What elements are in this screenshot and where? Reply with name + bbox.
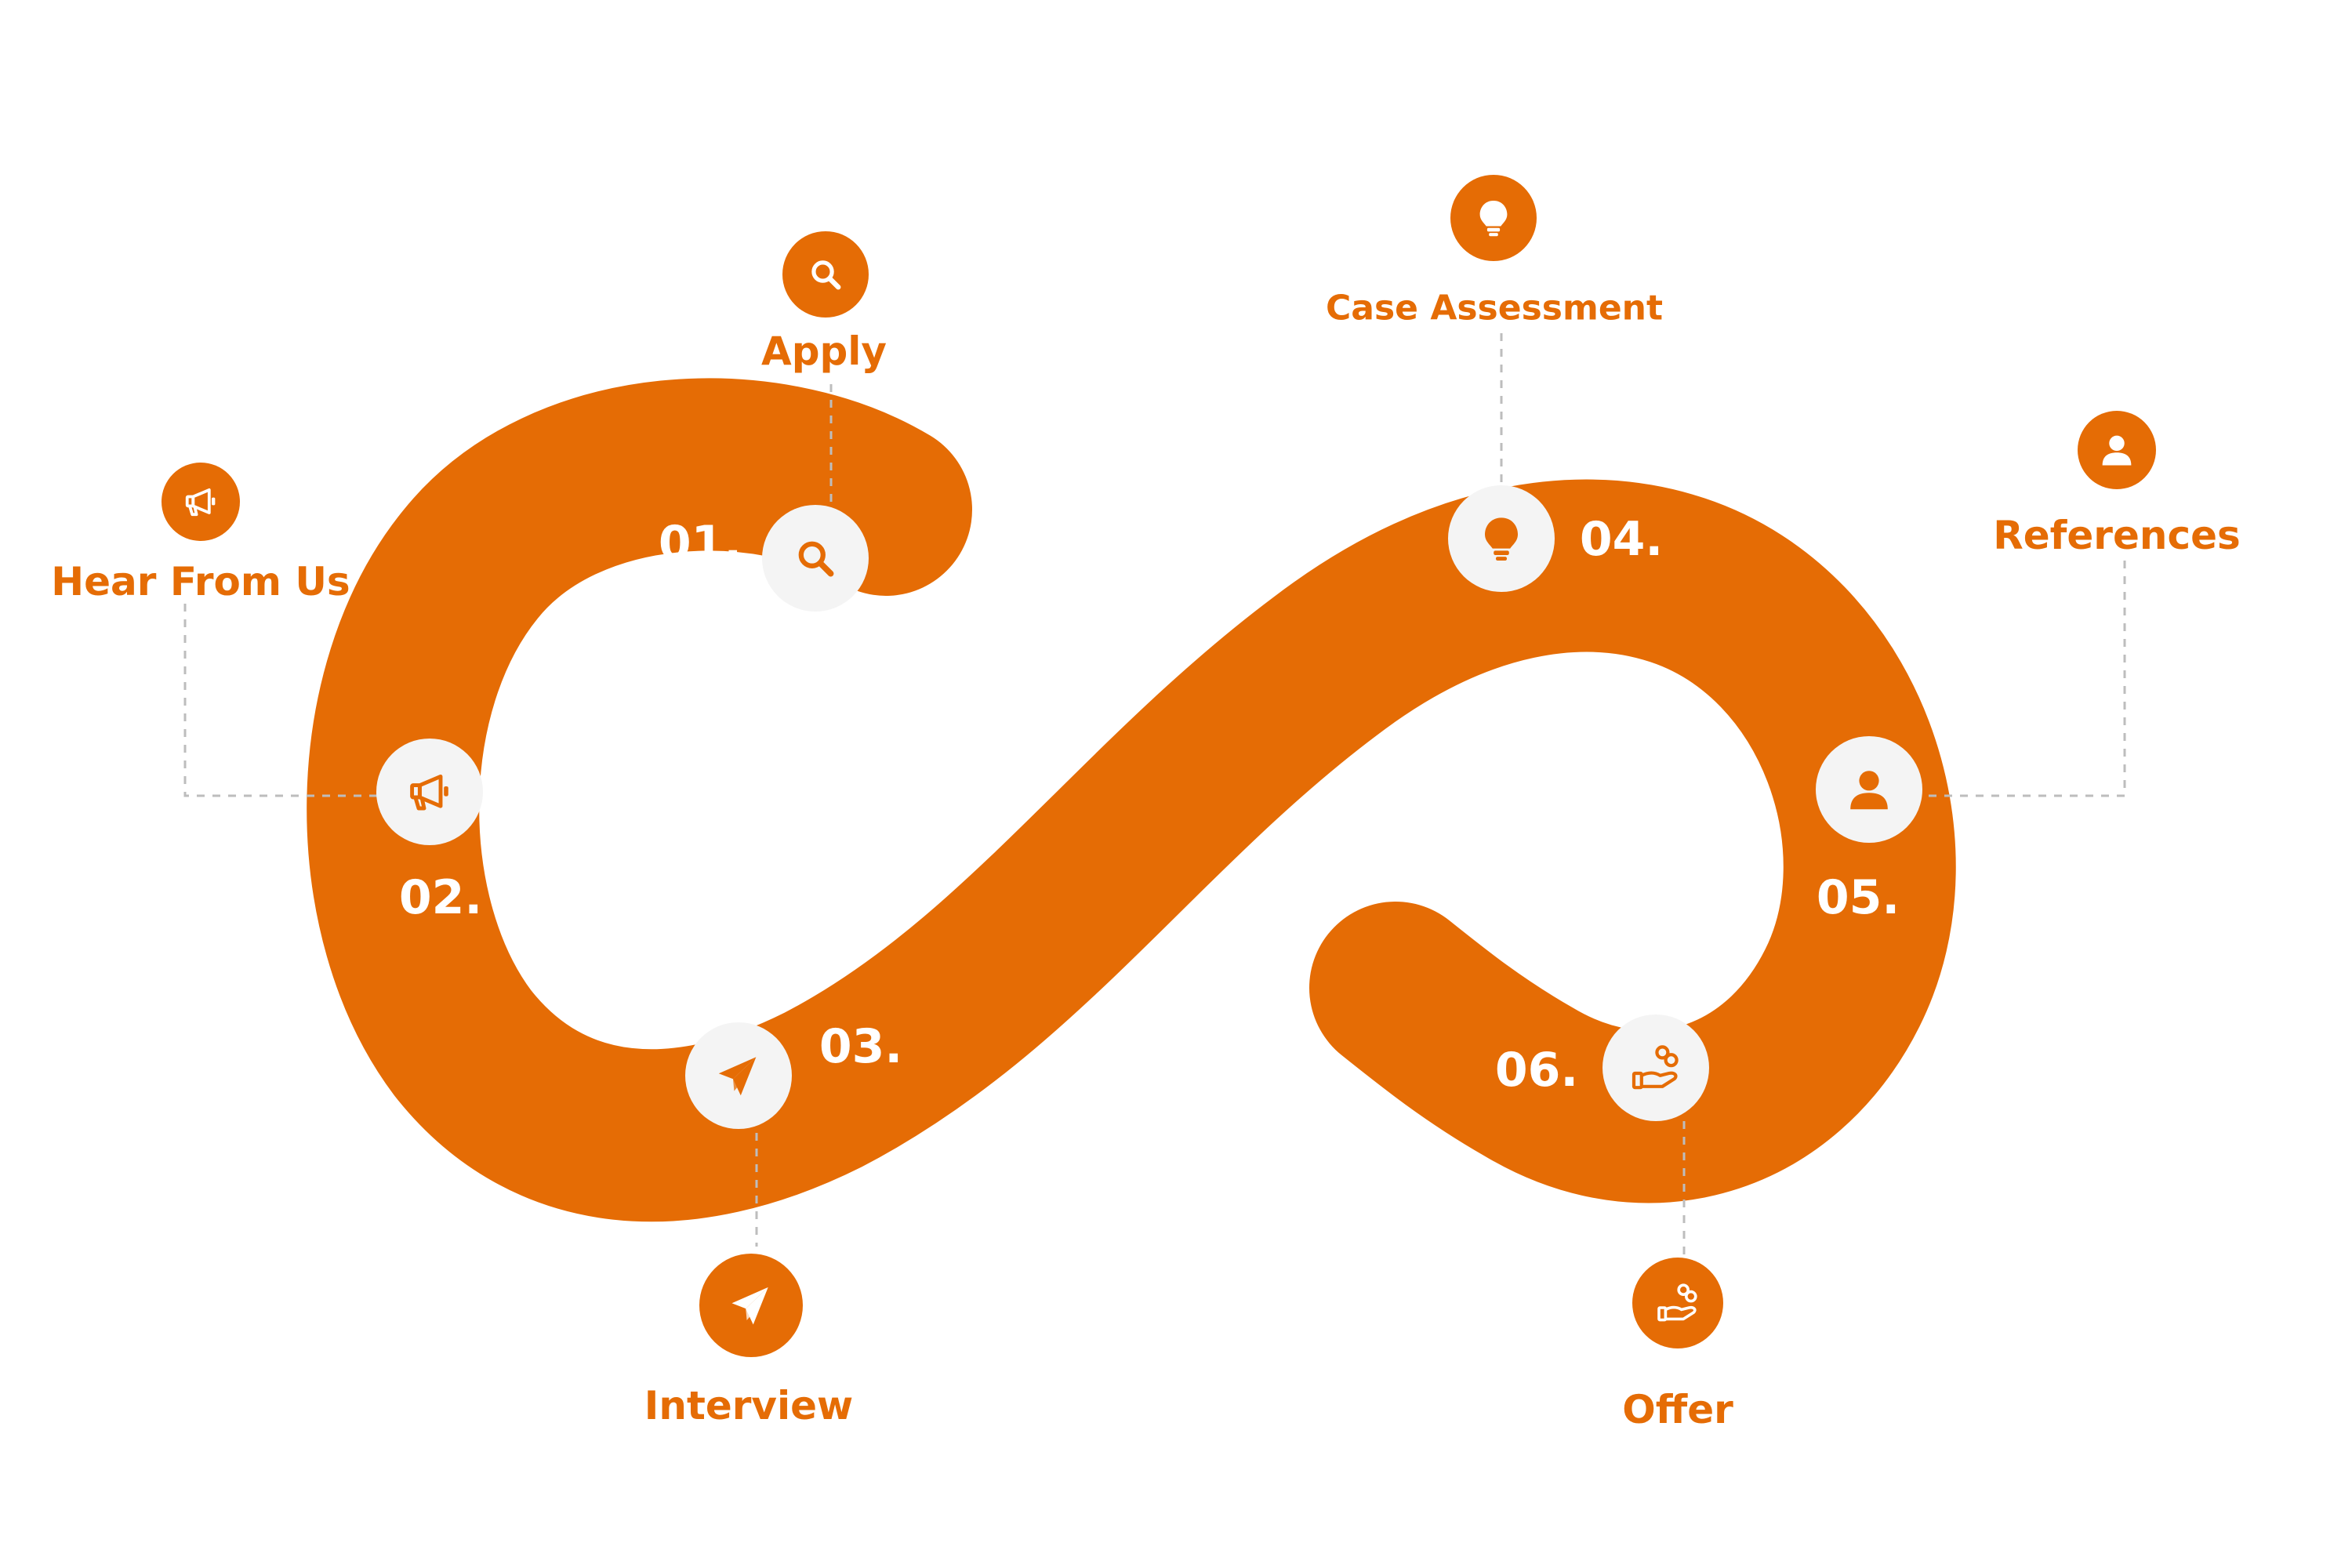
- step-circle-01: [762, 505, 869, 612]
- connector-hear: [183, 604, 384, 797]
- step-number-06: 06.: [1494, 1043, 1579, 1098]
- step-number-01: 01.: [658, 516, 742, 571]
- step-circle-02: [376, 739, 483, 845]
- label-icon-references: [2078, 411, 2156, 489]
- step-label-offer: Offer: [1622, 1387, 1733, 1432]
- step-number-02: 02.: [398, 870, 483, 925]
- step-number-03: 03.: [818, 1019, 903, 1074]
- step-circle-05: [1816, 736, 1922, 843]
- label-icon-case: [1450, 175, 1537, 261]
- step-label-references: References: [1993, 513, 2241, 558]
- step-circle-03: [685, 1022, 792, 1129]
- step-label-hear-from-us: Hear From Us: [51, 559, 350, 604]
- label-icon-interview: [699, 1254, 803, 1357]
- connectors: [183, 333, 2126, 1258]
- step-label-case-assessment: Case Assessment: [1325, 288, 1664, 328]
- step-number-05: 05.: [1816, 870, 1900, 925]
- connector-references: [1929, 561, 2126, 797]
- step-label-apply: Apply: [760, 328, 887, 374]
- infinity-band: [307, 378, 1956, 1222]
- step-circle-04: [1448, 485, 1555, 592]
- step-circle-06: [1602, 1014, 1709, 1121]
- label-icon-hear: [162, 463, 240, 541]
- label-icon-apply: [782, 231, 869, 318]
- step-label-interview: Interview: [644, 1383, 854, 1428]
- step-number-04: 04.: [1579, 512, 1664, 567]
- label-icon-offer: [1632, 1258, 1723, 1348]
